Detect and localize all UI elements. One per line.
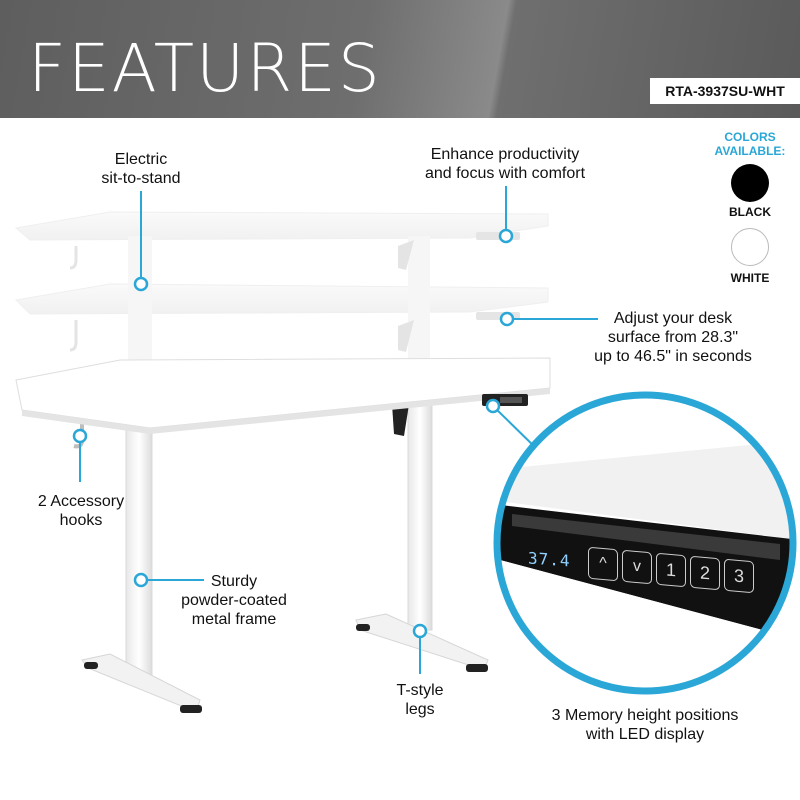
callout-productivity: Enhance productivity and focus with comf… bbox=[424, 146, 586, 182]
dot-productivity bbox=[498, 228, 514, 244]
dot-frame bbox=[133, 572, 149, 588]
callout-memory: 3 Memory height positions with LED displ… bbox=[551, 707, 739, 743]
button-memory-1[interactable]: 1 bbox=[656, 552, 686, 588]
button-memory-2[interactable]: 2 bbox=[690, 555, 720, 591]
button-memory-3[interactable]: 3 bbox=[724, 558, 754, 594]
dot-legs bbox=[412, 623, 428, 639]
dot-hooks bbox=[72, 428, 88, 444]
zoom-detail bbox=[493, 391, 797, 695]
callout-electric: Electric sit-to-stand bbox=[101, 151, 181, 187]
dot-adjust bbox=[499, 311, 515, 327]
button-up[interactable]: ^ bbox=[588, 546, 618, 582]
dot-electric bbox=[133, 276, 149, 292]
colors-available-heading: COLORS AVAILABLE: bbox=[714, 130, 786, 158]
callout-hooks: 2 Accessory hooks bbox=[37, 493, 125, 529]
sku-badge: RTA-3937SU-WHT bbox=[650, 78, 800, 104]
color-name-black: BLACK bbox=[729, 205, 771, 219]
dot-memory bbox=[485, 398, 501, 414]
desk-frame bbox=[73, 398, 489, 713]
callout-legs: T-style legs bbox=[396, 682, 444, 718]
color-swatch-black[interactable] bbox=[731, 164, 769, 202]
desk-raised-ghost bbox=[14, 211, 549, 376]
color-name-white: WHITE bbox=[730, 271, 770, 285]
callout-adjust: Adjust your desk surface from 28.3" up t… bbox=[594, 310, 752, 365]
page-title: FEATURES bbox=[28, 30, 382, 107]
callout-frame: Sturdy powder-coated metal frame bbox=[181, 573, 287, 628]
header-banner: FEATURES RTA-3937SU-WHT bbox=[0, 0, 800, 118]
color-swatch-white[interactable] bbox=[731, 228, 769, 266]
button-down[interactable]: v bbox=[622, 549, 652, 585]
led-display: 37.4 bbox=[528, 548, 571, 571]
